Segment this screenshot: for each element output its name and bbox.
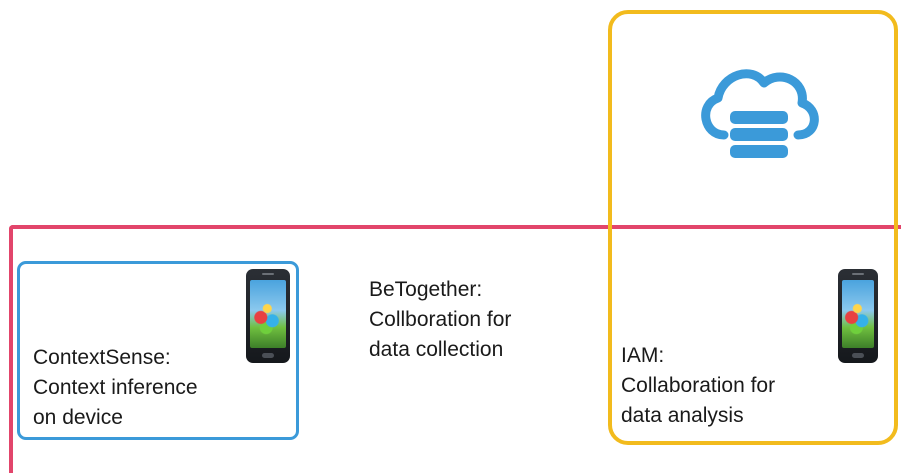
smartphone-icon <box>246 269 290 363</box>
contextsense-title: ContextSense: <box>33 346 171 369</box>
smartphone-icon <box>838 269 878 363</box>
cloud-database-icon <box>701 69 819 158</box>
betogether-line-2: Collboration for <box>369 308 512 331</box>
collaboration-line-vertical <box>9 225 13 473</box>
contextsense-label: ContextSense: Context inference on devic… <box>33 343 198 433</box>
collaboration-line-horizontal <box>9 225 901 229</box>
iam-line-2: Collaboration for <box>621 374 776 397</box>
iam-line-3: data analysis <box>621 404 744 427</box>
cloud-analysis-box <box>608 10 898 445</box>
device-box <box>17 261 299 440</box>
iam-title: IAM: <box>621 344 665 367</box>
betogether-label: BeTogether: Collboration for data collec… <box>369 275 511 365</box>
contextsense-line-3: on device <box>33 406 123 429</box>
betogether-line-3: data collection <box>369 338 504 361</box>
iam-label: IAM: Collaboration for data analysis <box>621 341 775 431</box>
betogether-title: BeTogether: <box>369 278 483 301</box>
contextsense-line-2: Context inference <box>33 376 198 399</box>
